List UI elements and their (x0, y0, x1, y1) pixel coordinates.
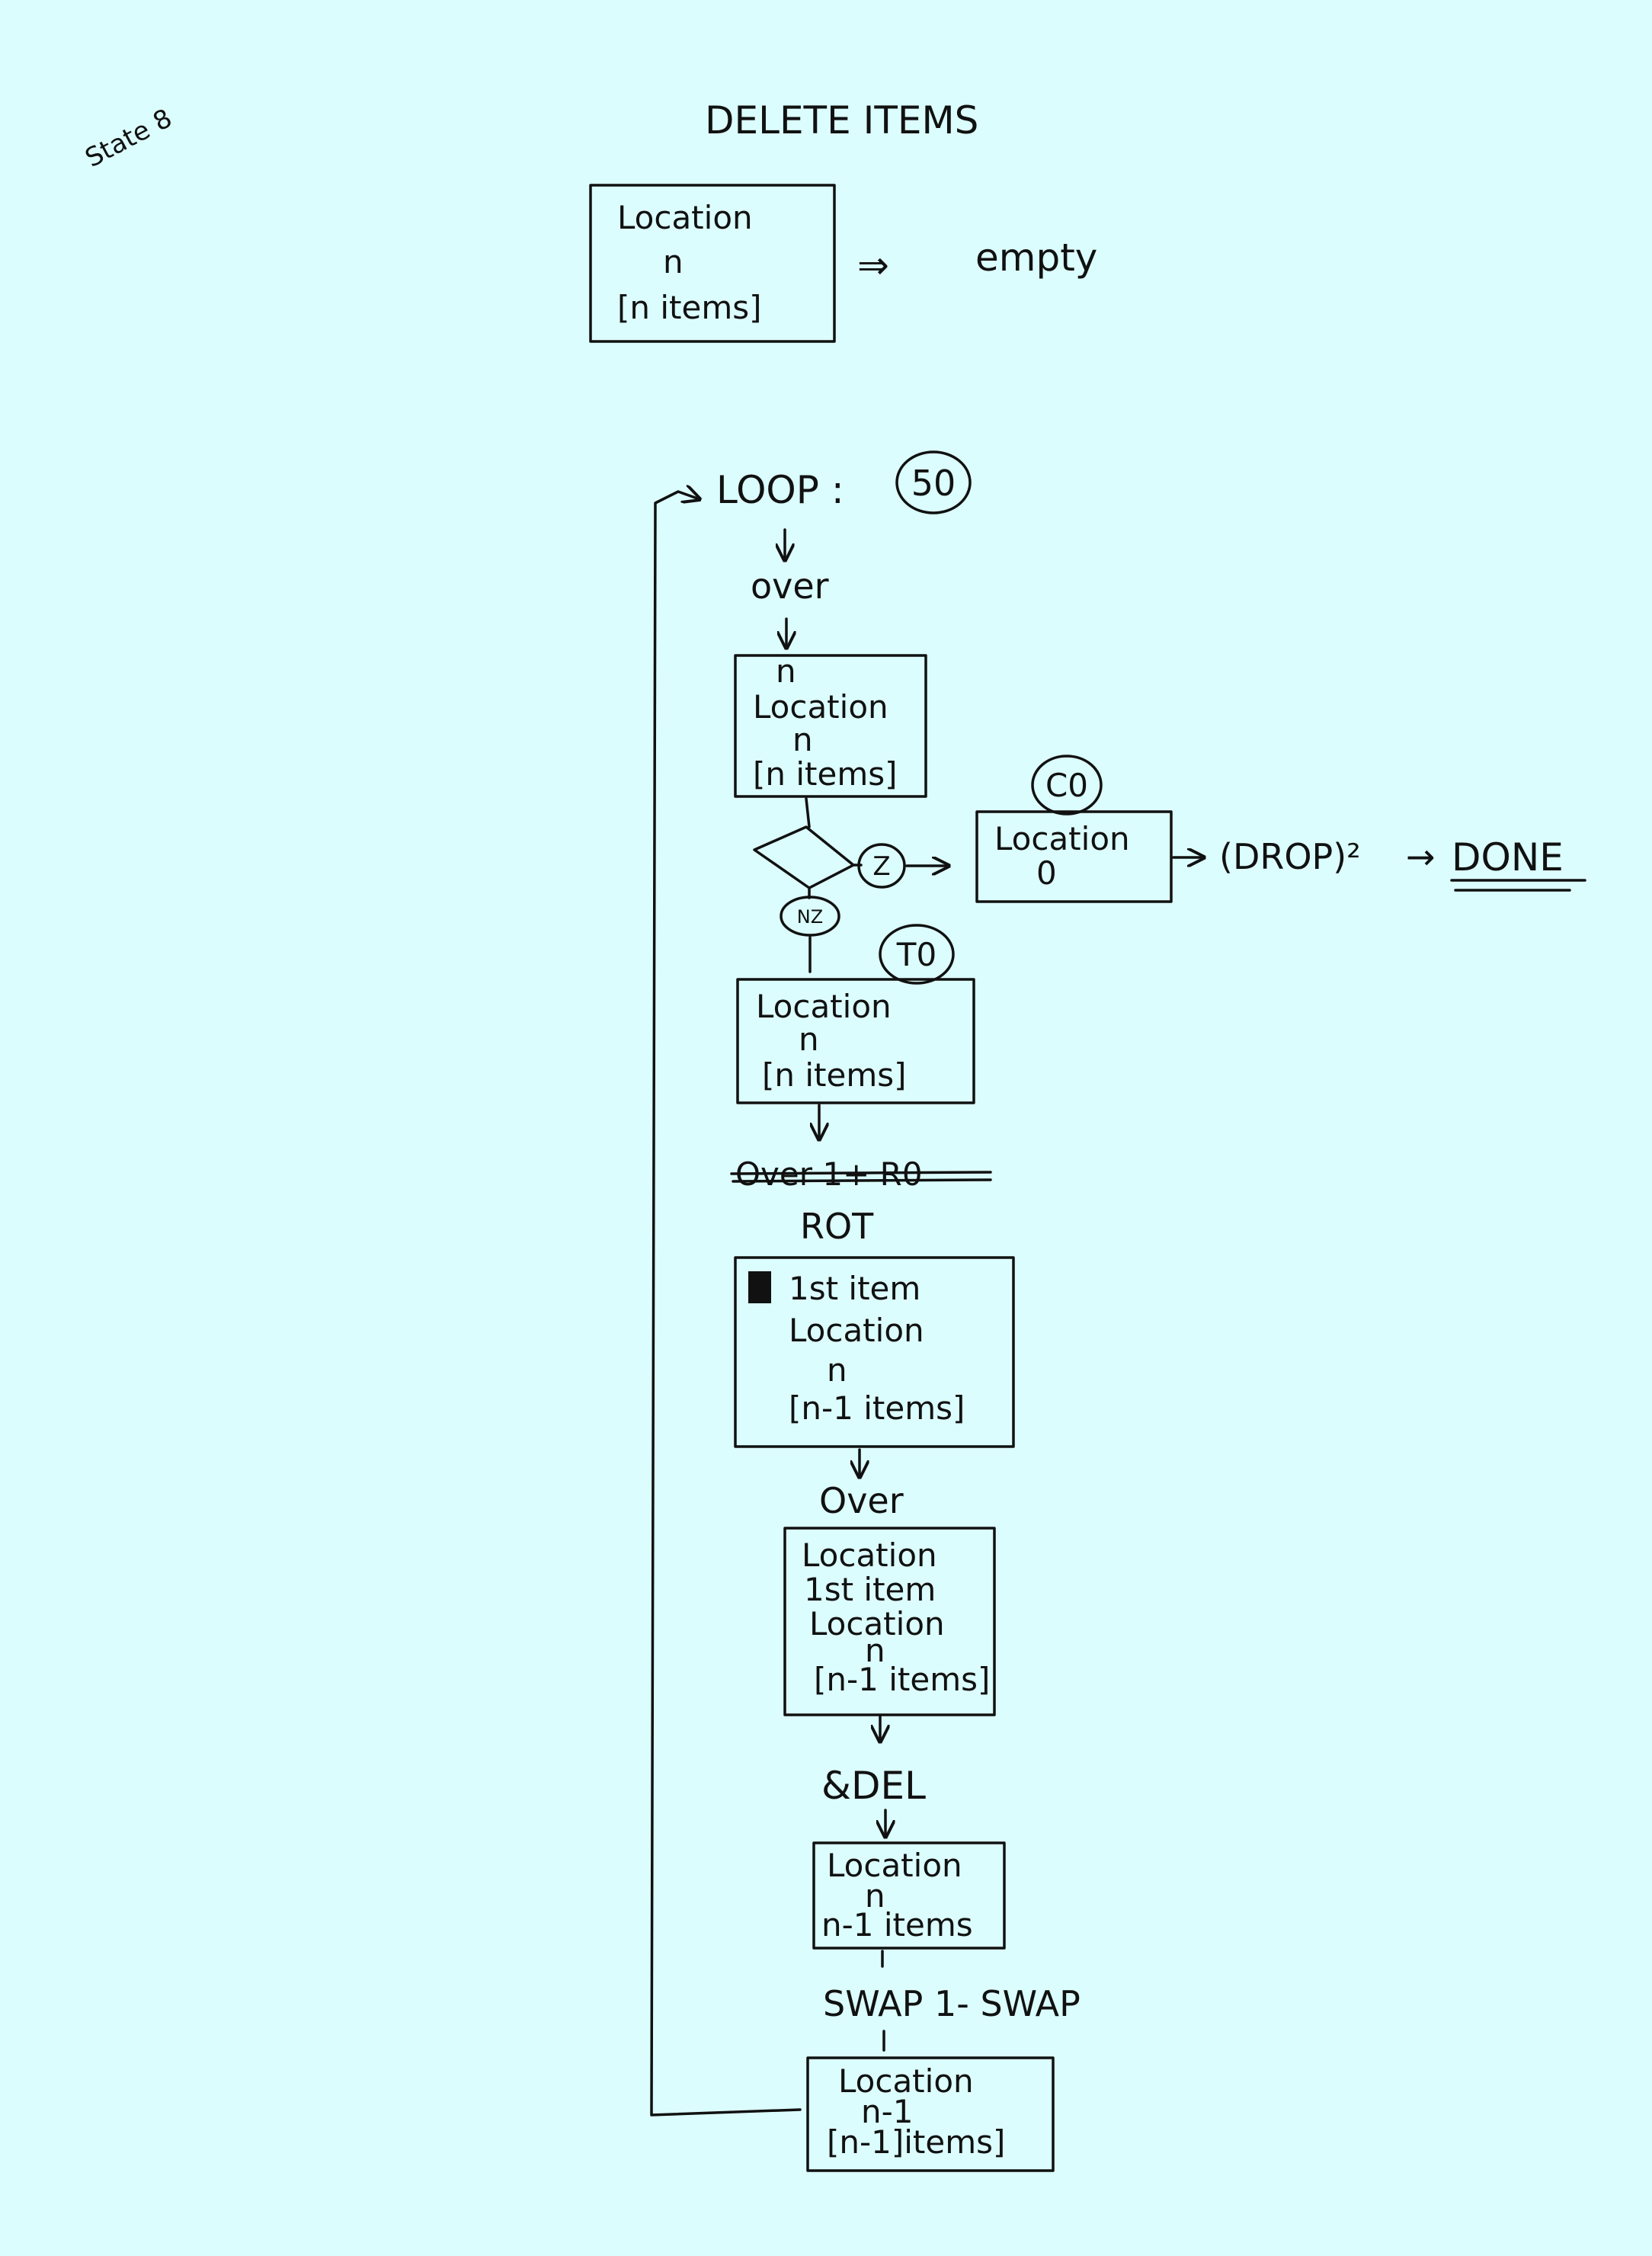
stack-box-t0 (736, 978, 975, 1104)
z-label: Z (872, 851, 890, 882)
page-title: DELETE ITEMS (705, 98, 978, 143)
decision-diamond (753, 825, 855, 889)
box1-line-1: n (776, 652, 796, 690)
stack-box-3 (734, 1256, 1015, 1448)
t0-line-1: Location (756, 988, 892, 1025)
box6-line-3: [n-1]items] (827, 2123, 1005, 2161)
stack-box-4 (783, 1527, 996, 1716)
summary-box (589, 184, 836, 343)
loop-tag: 50 (911, 463, 956, 504)
done-label: DONE (1452, 835, 1564, 880)
strike-line-1 (730, 1171, 992, 1175)
implies-arrow-icon: ⇒ (857, 243, 889, 287)
z-circle (857, 843, 906, 889)
box4-line-4: n (865, 1632, 885, 1669)
summary-line-1: Location (617, 199, 753, 236)
loop-tag-circle (895, 450, 972, 514)
stack-box-5 (812, 1841, 1006, 1950)
box6-line-2: n-1 (861, 2093, 914, 2130)
stack-box-6 (806, 2056, 1055, 2172)
box1-line-3: n (792, 721, 813, 758)
arrow-drop-to-done-icon: → (1406, 836, 1436, 877)
t0-tag-circle (879, 924, 955, 985)
summary-line-3: [n items] (617, 289, 762, 326)
drop-squared: (DROP)² (1219, 836, 1361, 877)
op-over-2: Over (819, 1480, 904, 1521)
t0-line-2: n (799, 1021, 819, 1058)
op-rot: ROT (800, 1206, 874, 1247)
box1-line-2: Location (753, 688, 888, 726)
c0-tag-circle (1031, 755, 1103, 816)
loop-back-arrow (650, 492, 802, 2117)
box5-line-3: n-1 items (821, 1906, 973, 1944)
t0-tag: T0 (896, 936, 936, 973)
box3-line-3: n (827, 1351, 847, 1389)
loop-label: LOOP : (716, 468, 844, 512)
c0-line-1: Location (994, 820, 1130, 857)
scribble-mark (748, 1271, 771, 1303)
box3-line-1: 1st item (789, 1270, 920, 1307)
summary-result: empty (975, 236, 1097, 280)
box3-line-4: [n-1 items] (789, 1389, 965, 1427)
op-del: &DEL (821, 1764, 926, 1808)
c0-line-2: 0 (1036, 854, 1057, 892)
stack-box-c0 (975, 810, 1173, 903)
t0-line-3: [n items] (762, 1056, 907, 1094)
box4-line-1: Location (802, 1537, 937, 1574)
box5-line-2: n (865, 1877, 885, 1915)
box4-line-2: 1st item (804, 1571, 936, 1608)
strike-line-2 (732, 1178, 992, 1183)
stack-box-1 (734, 654, 927, 798)
summary-line-2: n (663, 243, 684, 280)
nz-label: NZ (797, 906, 823, 928)
nz-circle (780, 896, 840, 937)
box4-line-3: Location (809, 1605, 945, 1642)
box4-line-5: [n-1 items] (814, 1661, 990, 1698)
c0-tag: C0 (1045, 767, 1088, 804)
op-swap: SWAP 1- SWAP (823, 1983, 1081, 2024)
op-over-1: over (751, 566, 829, 607)
state-note: State 8 (80, 103, 177, 174)
box6-line-1: Location (838, 2062, 974, 2100)
box1-line-4: [n items] (753, 755, 898, 793)
box5-line-1: Location (827, 1847, 962, 1884)
line-box1-to-diamond (805, 797, 811, 828)
box3-line-2: Location (789, 1312, 924, 1349)
